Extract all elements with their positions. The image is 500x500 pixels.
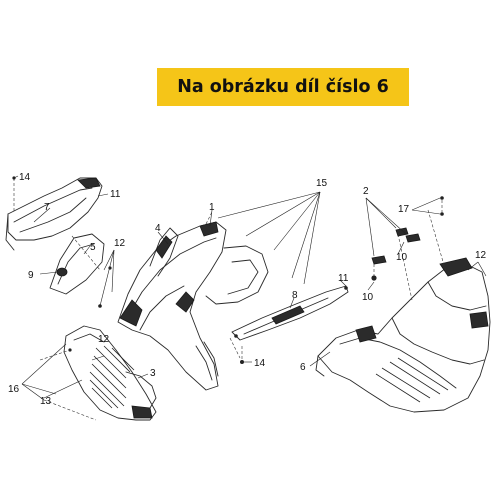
callout-6: 6 (300, 362, 306, 373)
callout-labels: 14 7 11 5 9 12 4 1 15 2 17 12 10 11 10 8… (8, 172, 487, 407)
callout-3: 3 (150, 368, 156, 379)
callout-1: 1 (209, 202, 215, 213)
callout-13: 13 (40, 396, 52, 407)
callout-11-right: 11 (338, 273, 349, 284)
leader-lines (13, 175, 487, 401)
callout-16: 16 (8, 384, 20, 395)
callout-9: 9 (28, 270, 34, 281)
callout-2: 2 (363, 186, 369, 197)
callout-12-right: 12 (475, 250, 487, 261)
callout-8: 8 (292, 290, 298, 301)
part-lower-front-grill (39, 325, 157, 421)
callout-14-lower: 14 (254, 358, 266, 369)
part-small-cover (39, 233, 105, 295)
callout-5: 5 (90, 242, 96, 253)
callout-12-left: 12 (114, 238, 126, 249)
callout-10-upper: 10 (396, 252, 408, 263)
part-side-trim (229, 285, 349, 359)
callout-14-top: 14 (19, 172, 31, 183)
part-inner-panel-left (5, 176, 103, 251)
callout-15: 15 (316, 178, 328, 189)
fasteners-right (371, 196, 444, 281)
callout-17: 17 (398, 204, 410, 215)
callout-4: 4 (155, 223, 161, 234)
part-6-floor-panel (315, 209, 491, 413)
part-number-banner: Na obrázku díl číslo 6 (157, 68, 409, 106)
callout-12-lower: 12 (98, 334, 110, 345)
callout-11-top: 11 (110, 189, 121, 200)
part-front-shield (117, 211, 269, 391)
callout-7: 7 (44, 202, 50, 213)
callout-10-lower: 10 (362, 292, 374, 303)
